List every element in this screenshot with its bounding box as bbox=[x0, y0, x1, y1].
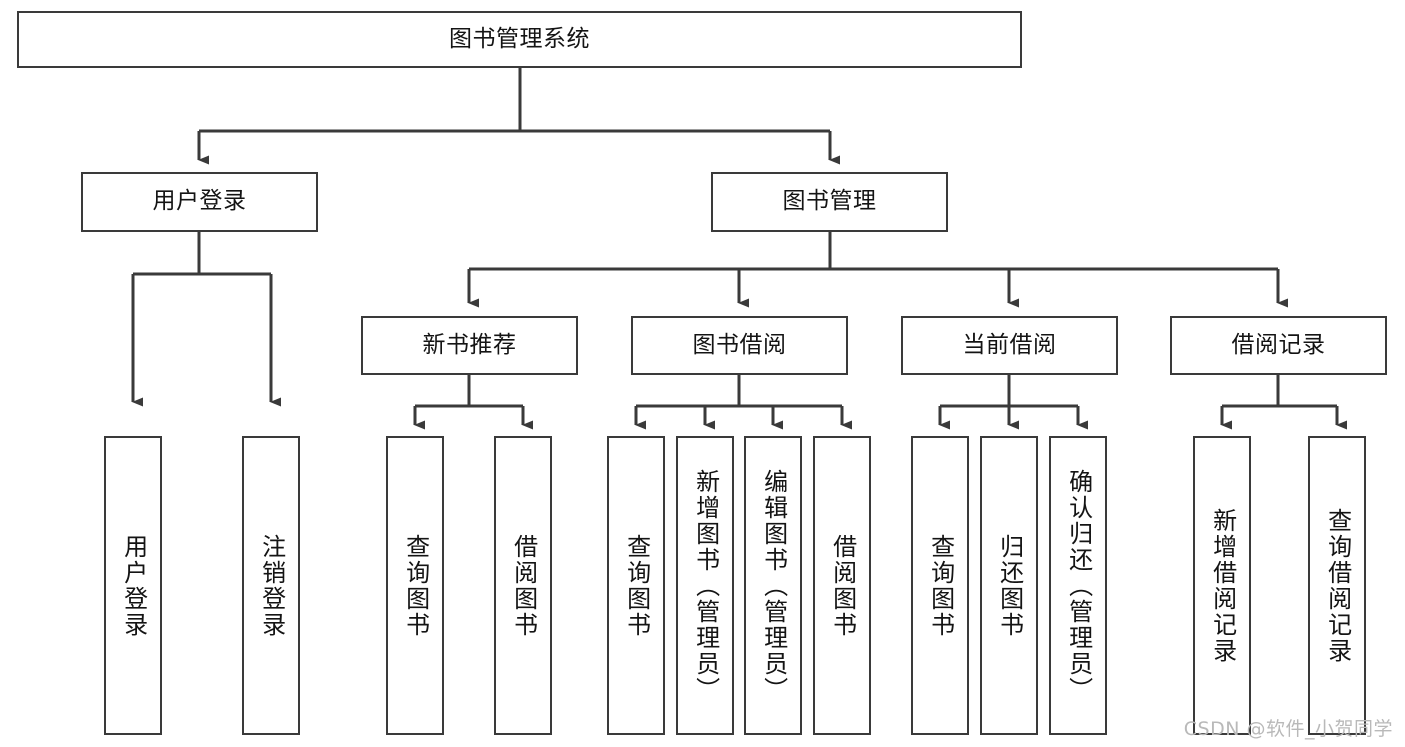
leaf-query-book-newbook[interactable]: 查询图书 bbox=[386, 436, 444, 735]
node-label-current-borrow: 当前借阅 bbox=[962, 331, 1057, 358]
leaf-borrow-book[interactable]: 借阅图书 bbox=[813, 436, 871, 735]
node-new-book-recommend[interactable]: 新书推荐 bbox=[361, 316, 578, 375]
leaf-user-login[interactable]: 用户登录 bbox=[104, 436, 162, 735]
leaf-add-book-admin[interactable]: 新增图书（管理员） bbox=[676, 436, 734, 735]
leaf-query-book-current[interactable]: 查询图书 bbox=[911, 436, 969, 735]
leaf-query-book-borrow[interactable]: 查询图书 bbox=[607, 436, 665, 735]
node-label-book-borrow: 图书借阅 bbox=[692, 331, 787, 358]
leaf-borrow-book-newbook[interactable]: 借阅图书 bbox=[494, 436, 552, 735]
leaf-label-query-borrow-record: 查询借阅记录 bbox=[1323, 507, 1352, 664]
leaf-label-user-login: 用户登录 bbox=[119, 533, 148, 638]
leaf-label-edit-book-admin: 编辑图书（管理员） bbox=[759, 468, 788, 703]
leaf-add-borrow-record[interactable]: 新增借阅记录 bbox=[1193, 436, 1251, 735]
leaf-logout[interactable]: 注销登录 bbox=[242, 436, 300, 735]
leaf-label-query-book-borrow: 查询图书 bbox=[622, 533, 651, 638]
leaf-label-add-book-admin: 新增图书（管理员） bbox=[691, 468, 720, 703]
leaf-query-borrow-record[interactable]: 查询借阅记录 bbox=[1308, 436, 1366, 735]
leaf-label-confirm-return-admin: 确认归还（管理员） bbox=[1064, 468, 1093, 703]
node-book-management[interactable]: 图书管理 bbox=[711, 172, 948, 232]
node-label-root: 图书管理系统 bbox=[449, 25, 590, 52]
leaf-label-return-book: 归还图书 bbox=[995, 533, 1024, 638]
node-label-borrow-records: 借阅记录 bbox=[1231, 331, 1326, 358]
node-root-book-management-system[interactable]: 图书管理系统 bbox=[17, 11, 1022, 68]
leaf-edit-book-admin[interactable]: 编辑图书（管理员） bbox=[744, 436, 802, 735]
node-label-new-book-recommend: 新书推荐 bbox=[422, 331, 517, 358]
leaf-label-query-book-newbook: 查询图书 bbox=[401, 533, 430, 638]
leaf-return-book[interactable]: 归还图书 bbox=[980, 436, 1038, 735]
leaf-confirm-return-admin[interactable]: 确认归还（管理员） bbox=[1049, 436, 1107, 735]
node-label-book-management: 图书管理 bbox=[782, 188, 877, 215]
node-user-login[interactable]: 用户登录 bbox=[81, 172, 318, 232]
leaf-label-borrow-book-newbook: 借阅图书 bbox=[509, 533, 538, 638]
node-current-borrow[interactable]: 当前借阅 bbox=[901, 316, 1118, 375]
node-book-borrow[interactable]: 图书借阅 bbox=[631, 316, 848, 375]
leaf-label-query-book-current: 查询图书 bbox=[926, 533, 955, 638]
node-label-user-login: 用户登录 bbox=[152, 188, 247, 215]
leaf-label-borrow-book: 借阅图书 bbox=[828, 533, 857, 638]
leaf-label-logout: 注销登录 bbox=[257, 533, 286, 638]
leaf-label-add-borrow-record: 新增借阅记录 bbox=[1208, 507, 1237, 664]
node-borrow-records[interactable]: 借阅记录 bbox=[1170, 316, 1387, 375]
